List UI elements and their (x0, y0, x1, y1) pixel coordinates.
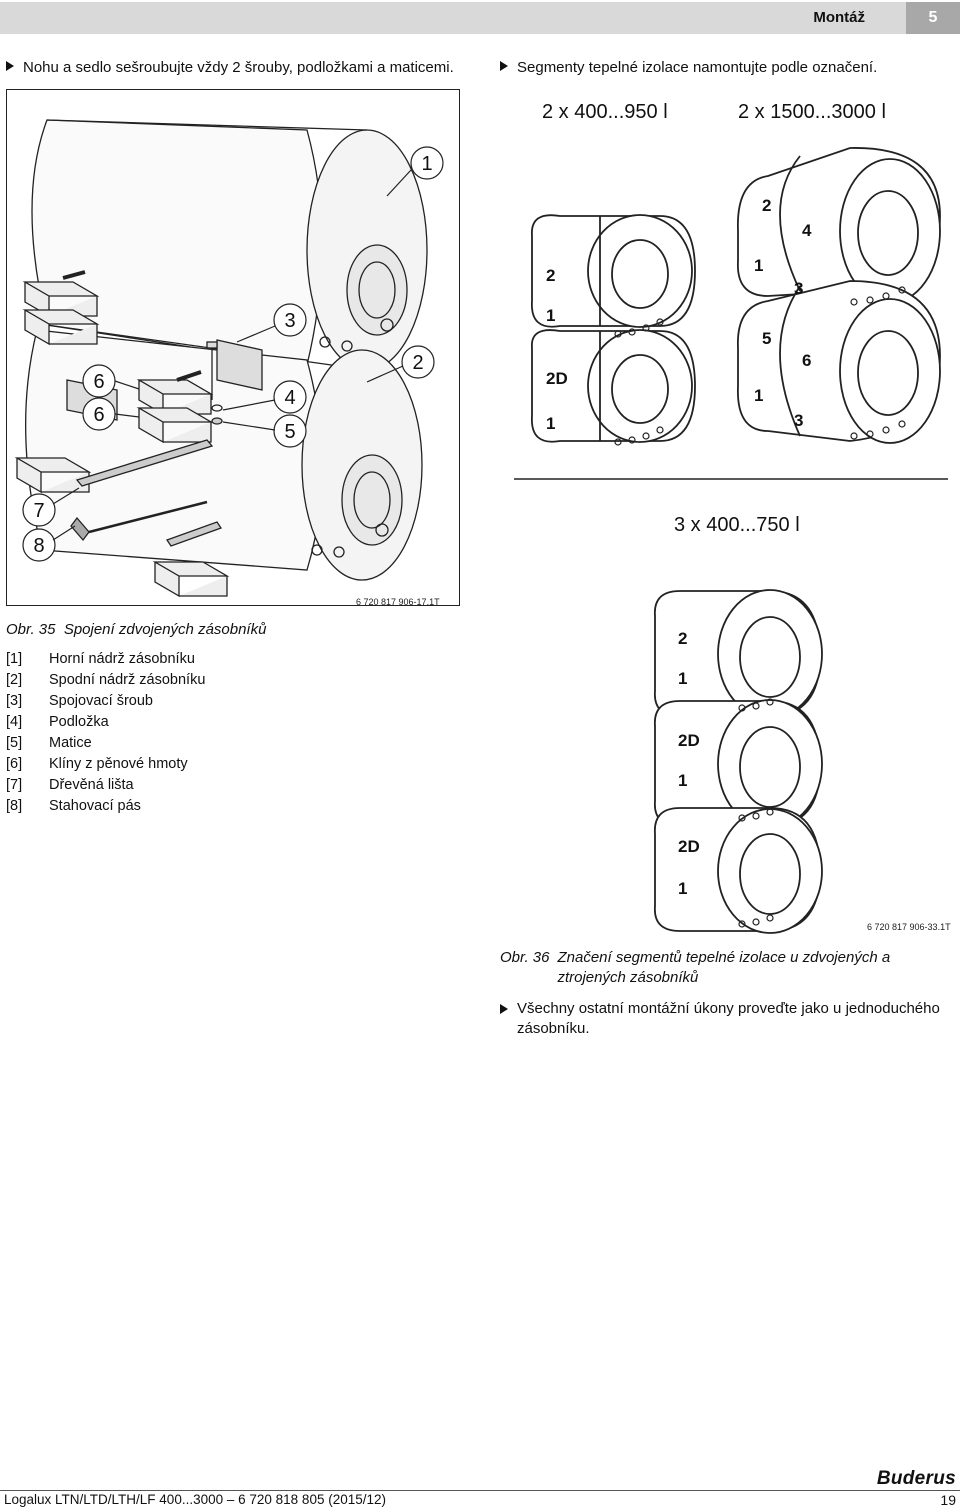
bullet-arrow-icon (6, 61, 14, 71)
twin-tank-assembly-illustration: 1 2 3 4 5 6 6 7 8 (14, 119, 444, 598)
callout-1: 1 (421, 153, 432, 175)
chapter-number: 5 (906, 2, 960, 34)
brand-logo: Buderus (876, 1468, 956, 1489)
figure-36-caption-label: Obr. 36 (500, 949, 550, 966)
header-bar (0, 2, 906, 34)
callout-6b: 6 (93, 404, 104, 426)
variant-c-label: 1 (678, 669, 687, 688)
variant-c-label: 1 (678, 771, 687, 790)
figure-35-code: 6 720 817 906-17.1T (356, 597, 440, 607)
variant-a-label: 2 (546, 266, 555, 285)
variant-b-title: 2 x 1500...3000 l (738, 101, 886, 123)
figure-35-frame: 1 2 3 4 5 6 6 7 8 (6, 89, 460, 606)
figure-35-caption-label: Obr. 35 (6, 621, 56, 638)
figure-36-caption-text: Značení segmentů tepelné izolace u zdvoj… (557, 949, 891, 986)
callout-8: 8 (33, 535, 44, 557)
instruction-right: Segmenty tepelné izolace namontujte podl… (500, 58, 877, 78)
bullet-arrow-icon (500, 61, 508, 71)
variant-c-label: 2D (678, 731, 700, 750)
legend-item: [8]Stahovací pás (6, 798, 141, 814)
variant-c-label: 2D (678, 837, 700, 856)
page-number: 19 (940, 1492, 956, 1508)
variant-b-label: 4 (802, 221, 812, 240)
legend-item: [6]Klíny z pěnové hmoty (6, 756, 188, 772)
variant-a-label: 1 (546, 306, 555, 325)
footer-document-id: Logalux LTN/LTD/LTH/LF 400...3000 – 6 72… (4, 1492, 386, 1507)
section-title: Montáž (813, 9, 865, 26)
variant-c-title: 3 x 400...750 l (674, 514, 800, 536)
callout-4: 4 (284, 387, 295, 409)
variant-b-label: 3 (794, 411, 803, 430)
figure-35-caption-text: Spojení zdvojených zásobníků (63, 621, 267, 638)
callout-7: 7 (33, 500, 44, 522)
variant-b-label: 2 (762, 196, 771, 215)
variant-b-label: 3 (794, 279, 803, 298)
instruction-right-text: Segmenty tepelné izolace namontujte podl… (517, 59, 878, 76)
variant-c-label: 2 (678, 629, 687, 648)
instruction-right-2-text: Všechny ostatní montážní úkony proveďte … (517, 1000, 940, 1037)
instruction-left: Nohu a sedlo sešroubujte vždy 2 šrouby, … (6, 58, 454, 78)
instruction-left-text: Nohu a sedlo sešroubujte vždy 2 šrouby, … (23, 59, 454, 76)
variant-a-label: 1 (546, 414, 555, 433)
legend-item: [3]Spojovací šroub (6, 693, 153, 709)
variant-b-label: 6 (802, 351, 811, 370)
variant-c-label: 1 (678, 879, 687, 898)
legend-item: [7]Dřevěná lišta (6, 777, 134, 793)
legend-item: [2]Spodní nádrž zásobníku (6, 672, 206, 688)
instruction-right-2: Všechny ostatní montážní úkony proveďte … (500, 999, 950, 1039)
variant-b-label: 1 (754, 256, 763, 275)
figure-36-code: 6 720 817 906-33.1T (867, 922, 951, 932)
variant-b-label: 5 (762, 329, 771, 348)
figure-35-legend: [1]Horní nádrž zásobníku [2]Spodní nádrž… (6, 649, 205, 817)
figure-36-caption: Obr. 36 Značení segmentů tepelné izolace… (500, 948, 950, 988)
figure-35-caption: Obr. 35 Spojení zdvojených zásobníků (6, 620, 266, 640)
callout-5: 5 (284, 421, 295, 443)
variant-b-label: 1 (754, 386, 763, 405)
legend-item: [1]Horní nádrž zásobníku (6, 651, 195, 667)
legend-item: [4]Podložka (6, 714, 109, 730)
variant-a-label: 2D (546, 369, 568, 388)
variant-a-title: 2 x 400...950 l (542, 101, 668, 123)
footer-divider (0, 1490, 960, 1491)
bullet-arrow-icon (500, 1004, 508, 1014)
callout-2: 2 (412, 352, 423, 374)
legend-item: [5]Matice (6, 735, 92, 751)
figure-36: 2 x 400...950 l 2 x 1500...3000 l 3 x 40… (500, 86, 958, 940)
callout-3: 3 (284, 310, 295, 332)
callout-6a: 6 (93, 371, 104, 393)
insulation-segments-illustration: 2 x 400...950 l 2 x 1500...3000 l 3 x 40… (514, 101, 948, 934)
